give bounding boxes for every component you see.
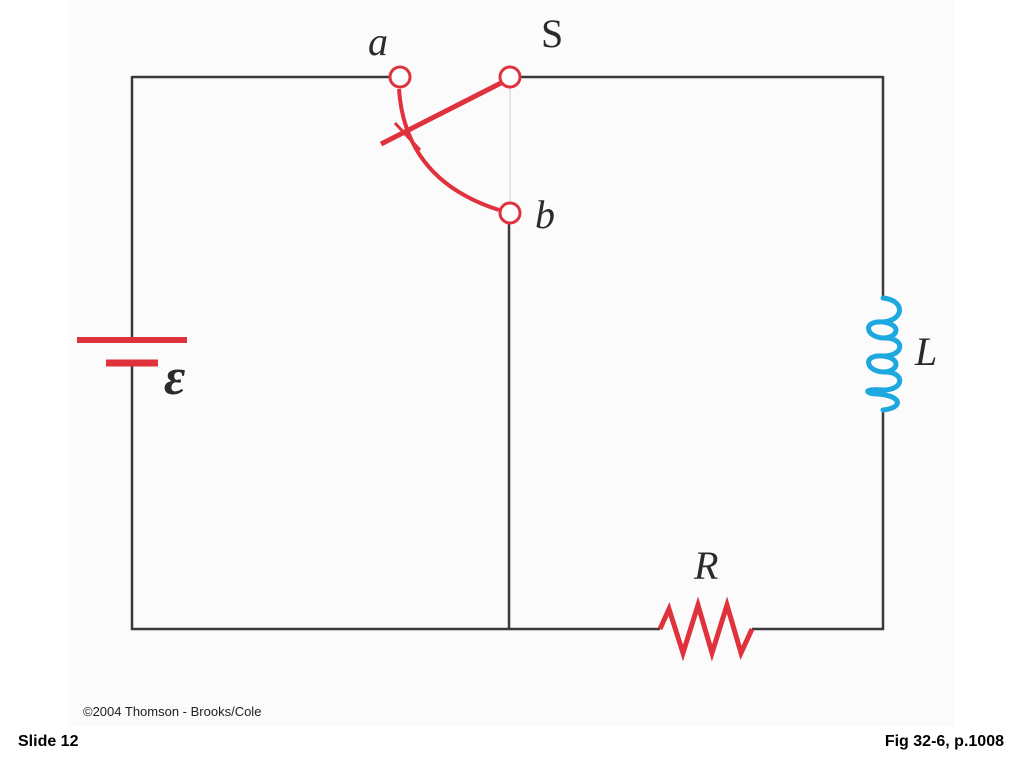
slide-number: Slide 12 xyxy=(18,733,79,750)
inductor-back-2 xyxy=(880,353,899,375)
switch-arc xyxy=(397,88,500,212)
inductor-loop-3 xyxy=(865,387,886,397)
battery-symbol xyxy=(77,337,187,367)
label-resistor: R xyxy=(693,543,718,588)
switch-assembly xyxy=(379,65,522,225)
label-terminal-b: b xyxy=(535,192,555,237)
terminal-b xyxy=(498,201,522,225)
circuit-wires xyxy=(130,75,885,631)
inductor-lead-bottom xyxy=(875,391,900,413)
inductor-coil xyxy=(865,295,903,413)
inductor-lead-top xyxy=(880,295,902,325)
resistor-zigzag xyxy=(657,596,755,662)
switch-handle xyxy=(393,121,422,152)
copyright-notice: ©2004 Thomson - Brooks/Cole xyxy=(83,704,262,719)
label-switch-s: S xyxy=(541,11,563,56)
switch-pivot xyxy=(498,65,522,89)
figure-reference: Fig 32-6, p.1008 xyxy=(884,733,1004,750)
label-terminal-a: a xyxy=(368,19,388,64)
figure-panel xyxy=(68,0,954,726)
terminal-a xyxy=(388,65,412,89)
switch-blade xyxy=(379,80,503,147)
label-inductor: L xyxy=(914,329,937,374)
inductor-back-1 xyxy=(880,319,899,341)
label-emf: ε xyxy=(164,349,185,406)
